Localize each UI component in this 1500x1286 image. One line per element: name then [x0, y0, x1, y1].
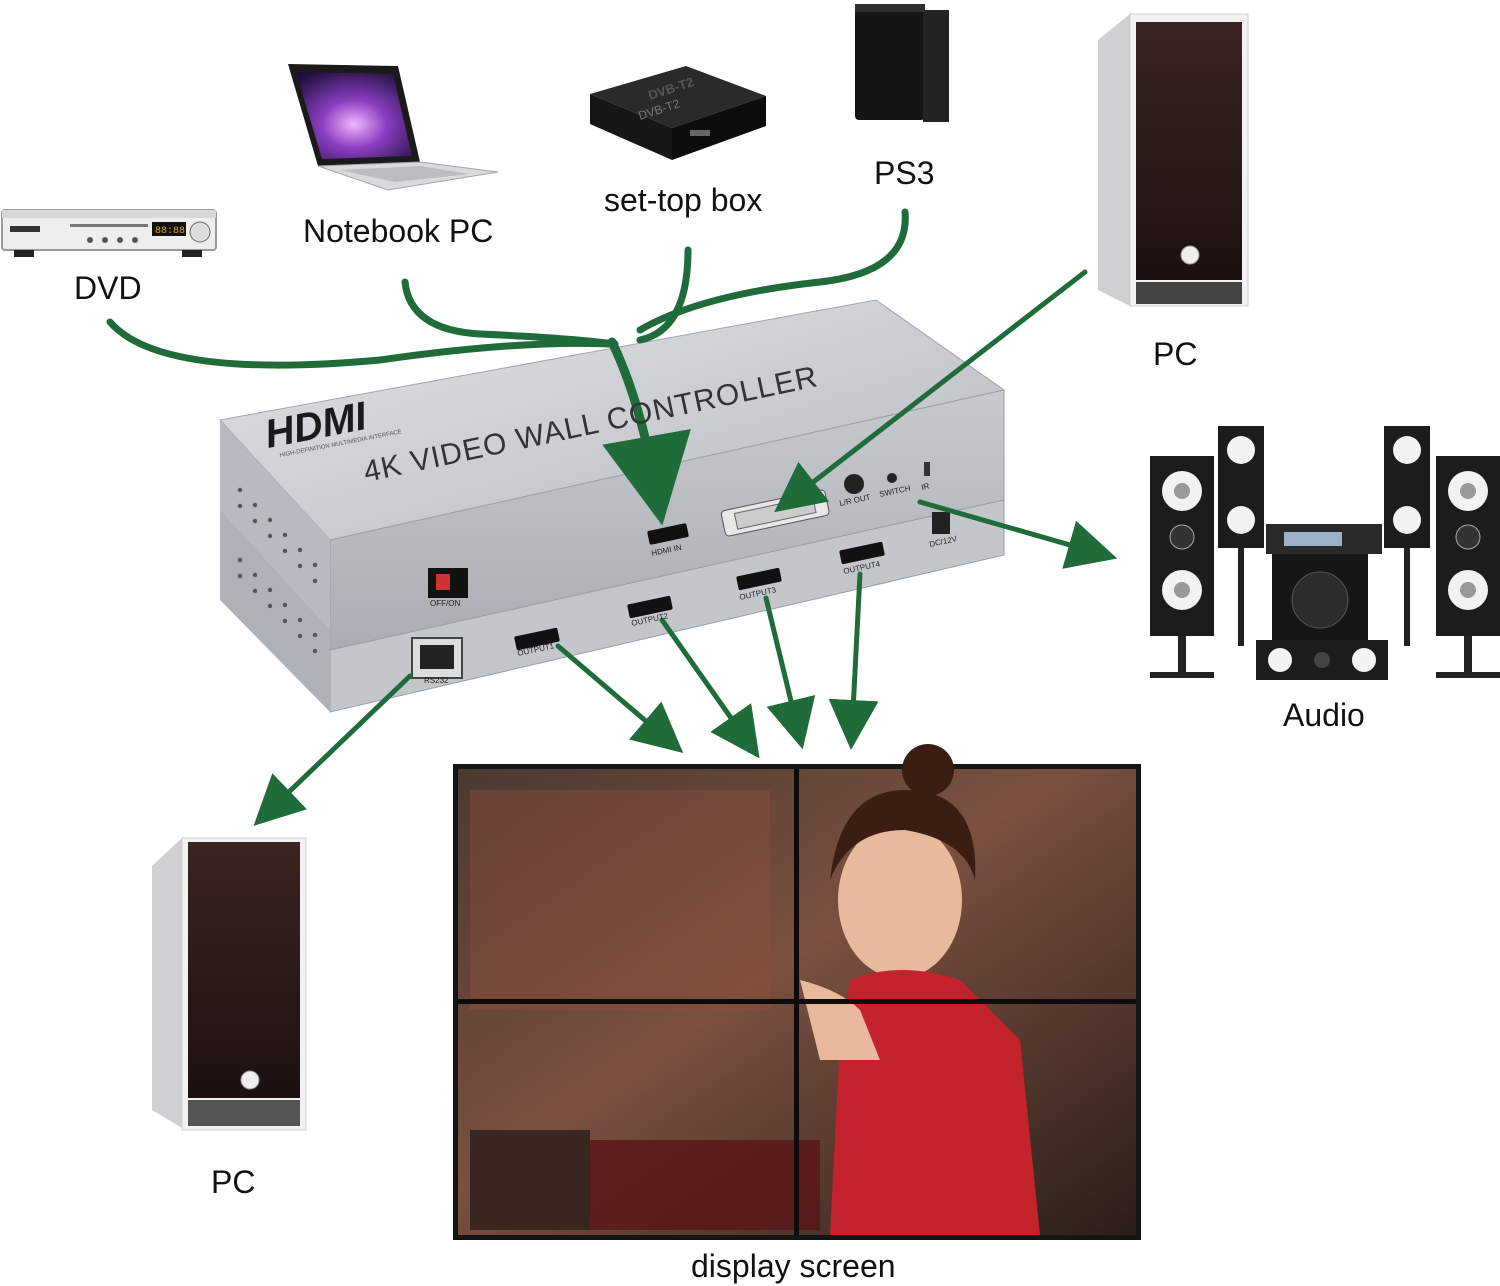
label-notebook-pc: Notebook PC — [303, 213, 494, 249]
video-wall-controller — [219, 299, 1006, 713]
port-label-power: OFF/ON — [430, 599, 460, 608]
label-display-screen: display screen — [691, 1248, 896, 1284]
port-label-rs232: RS232 — [424, 676, 449, 685]
label-audio: Audio — [1283, 697, 1365, 733]
output-connection-arrows — [253, 269, 1118, 826]
label-pc-top: PC — [1153, 336, 1198, 372]
label-ps3: PS3 — [874, 155, 935, 191]
input-connection-lines — [106, 208, 909, 526]
label-pc-bottom: PC — [211, 1164, 256, 1200]
port-label-ir: IR — [921, 481, 931, 492]
speaker-system-icon — [1150, 426, 1500, 680]
svg-text:88:88: 88:88 — [155, 226, 185, 237]
set-top-box-icon: DVB-T2 — [590, 66, 766, 160]
label-set-top-box: set-top box — [604, 182, 763, 218]
dvd-player-icon: 88:88 — [1, 209, 217, 257]
laptop-icon — [288, 64, 499, 191]
label-dvd: DVD — [74, 270, 142, 306]
pc-tower-icon — [152, 837, 307, 1131]
video-wall-icon — [453, 744, 1141, 1240]
game-console-icon — [855, 4, 949, 122]
pc-tower-icon — [1098, 13, 1249, 307]
